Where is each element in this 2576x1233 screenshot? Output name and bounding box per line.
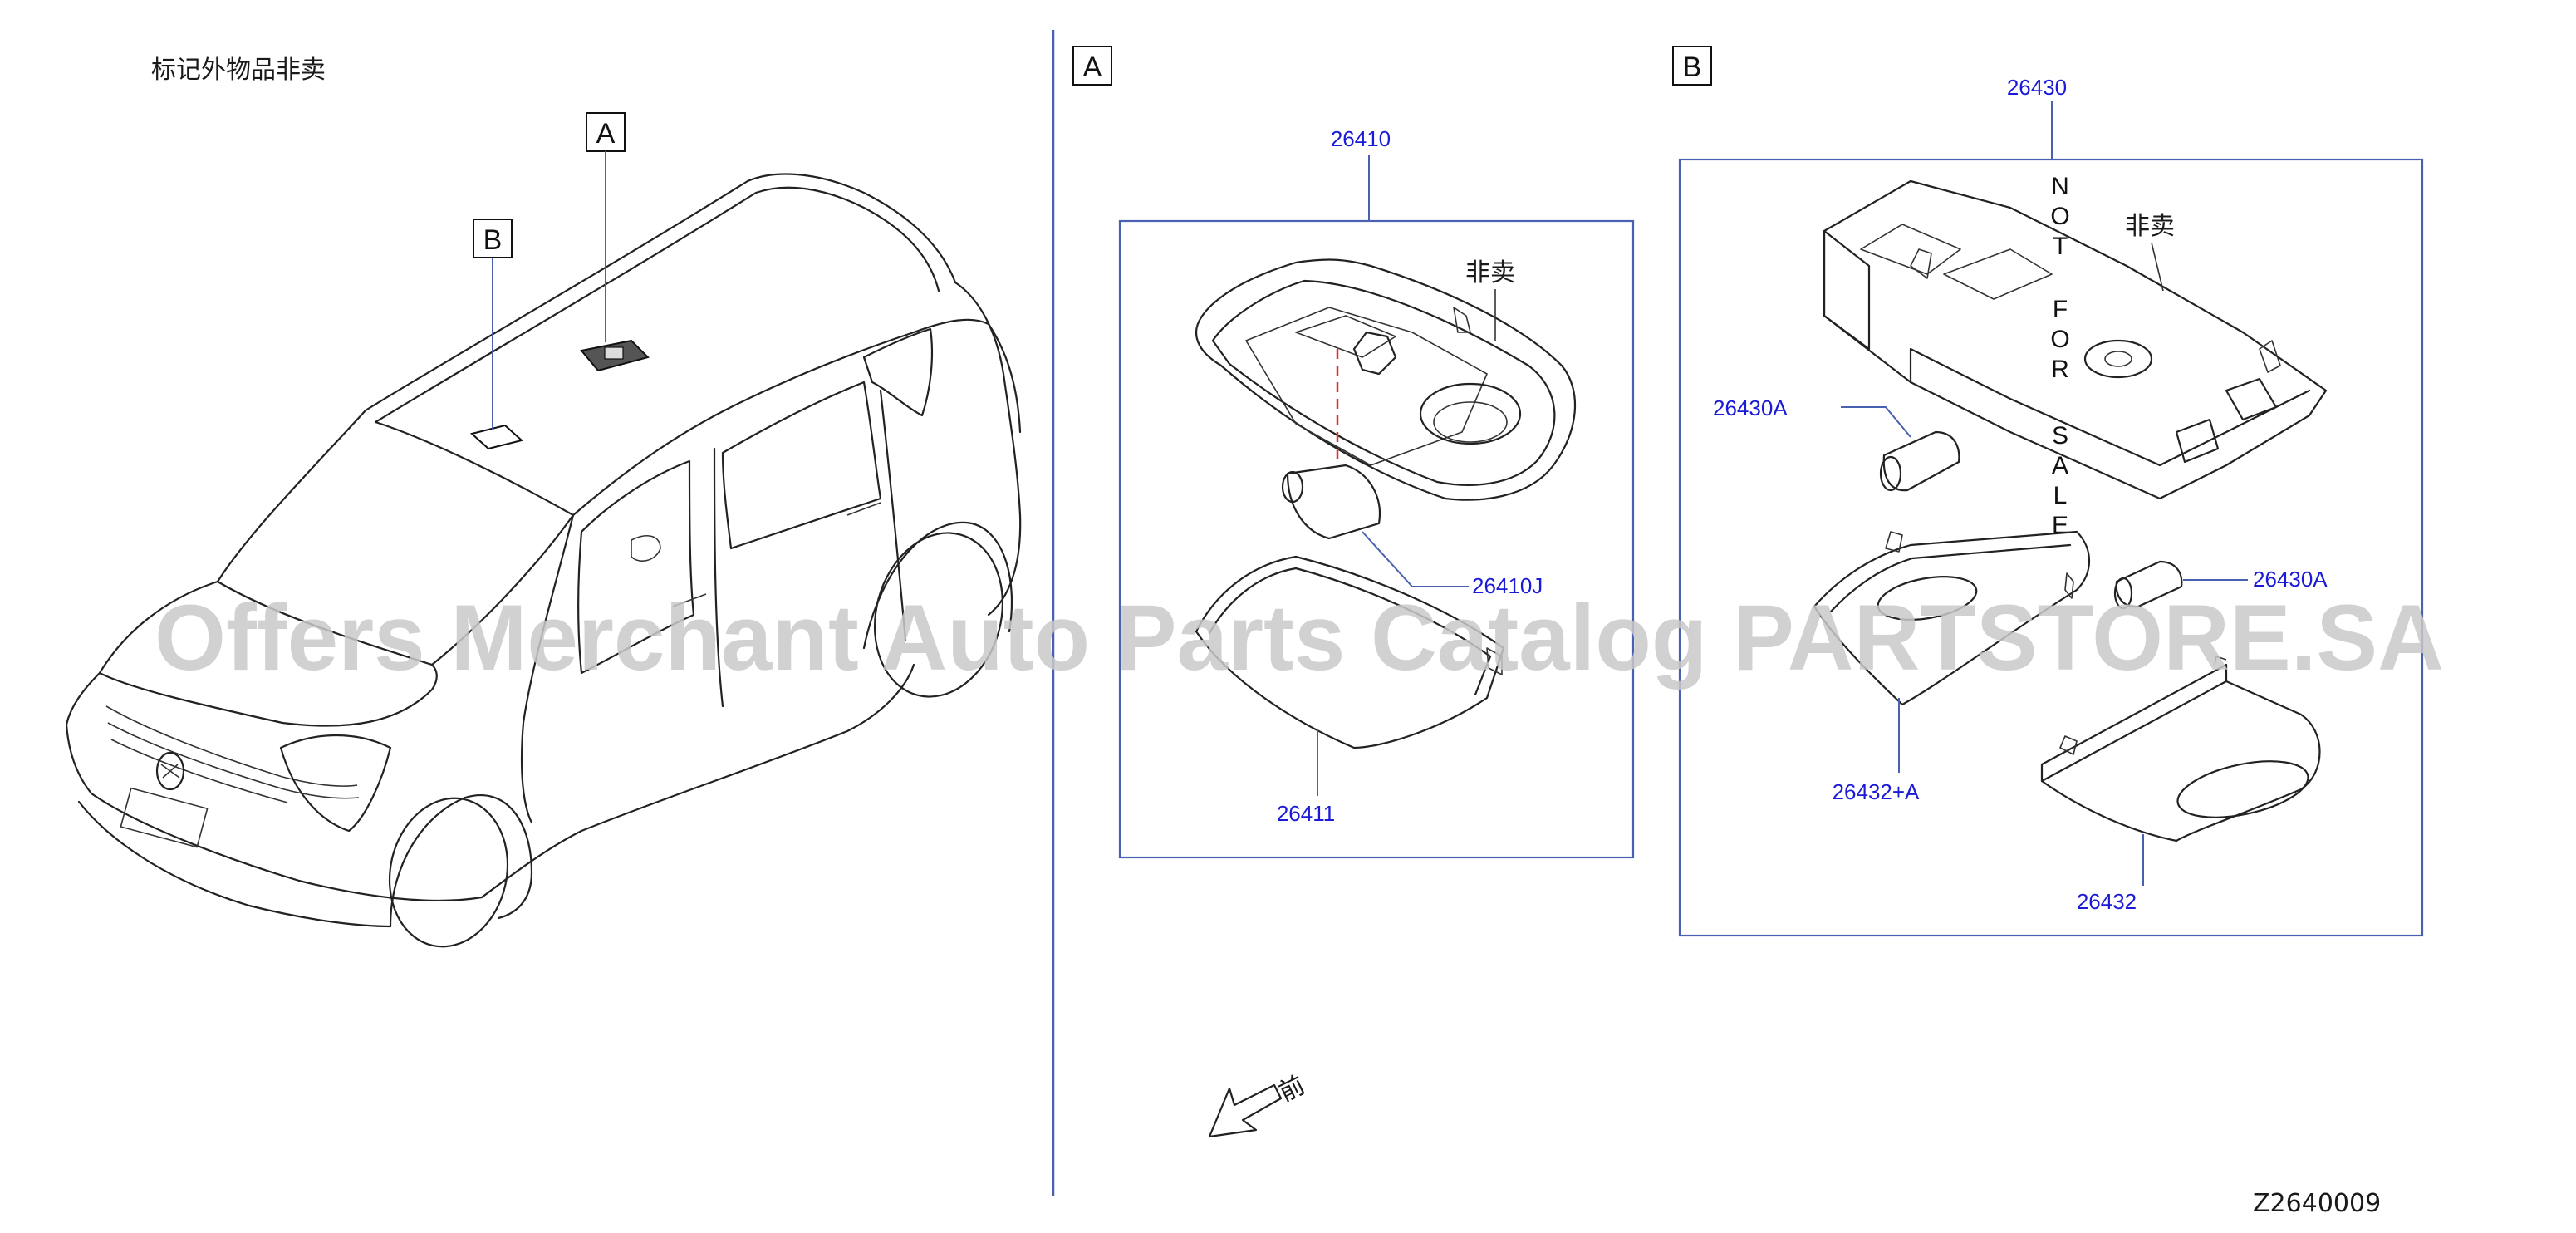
lamp-housing-b: [1823, 179, 2328, 500]
lens-26411: [1195, 555, 1505, 749]
nfs-letter-7: S: [2052, 422, 2068, 449]
part-26410j-label: 26410J: [1472, 573, 1543, 598]
watermark-text: Offers Merchant Auto Parts Catalog PARTS…: [155, 586, 2444, 690]
lamp-housing-a: [1195, 258, 1577, 501]
section-b-letter: B: [1683, 52, 1702, 83]
nfs-letter-1: N: [2051, 173, 2069, 200]
part-26430-label: 26430: [2007, 75, 2067, 100]
part-26432a-label: 26432+A: [1833, 779, 1920, 804]
diagram-code: Z2640009: [2253, 1189, 2381, 1218]
header-note: 标记外物品非卖: [151, 56, 326, 85]
bulb-26410j: [1281, 464, 1381, 540]
section-a: A 26410 非卖 26410J: [1072, 46, 1635, 859]
car-callout-b: B: [473, 219, 513, 430]
nfs-letter-6: R: [2051, 356, 2069, 383]
nfs-letter-3: T: [2053, 233, 2068, 260]
car-callout-a: A: [586, 112, 626, 342]
part-26430a-left-label: 26430A: [1713, 395, 1788, 420]
lens-kit-26432a: [1813, 530, 2091, 706]
car-lamp-b-marker: [469, 424, 524, 450]
car-callout-b-letter: B: [483, 224, 503, 256]
car-callout-a-letter: A: [596, 118, 616, 150]
label-not-sold-a: 非卖: [1465, 258, 1515, 287]
part-26411-label: 26411: [1277, 801, 1335, 826]
bulb-26430a-right: [2113, 560, 2183, 610]
nfs-letter-8: A: [2052, 452, 2068, 479]
label-not-sold-b: 非卖: [2125, 212, 2175, 241]
nfs-letter-4: F: [2053, 296, 2068, 323]
nfs-letter-10: E: [2052, 512, 2068, 539]
nfs-letter-9: L: [2053, 482, 2068, 509]
front-arrow: 前: [1208, 1071, 1309, 1138]
section-a-letter: A: [1083, 52, 1102, 83]
part-26410-label: 26410: [1331, 126, 1391, 151]
nfs-letter-2: O: [2050, 203, 2069, 230]
nfs-letter-5: O: [2050, 326, 2069, 353]
lens-26432: [2040, 656, 2321, 842]
part-26432-label: 26432: [2077, 889, 2137, 914]
front-arrow-icon-label: 前: [1274, 1071, 1309, 1108]
car-lamp-a-marker: [580, 339, 650, 372]
car-drawing: [65, 173, 1022, 948]
not-for-sale-vertical: N O T F O R S A L E: [2050, 173, 2069, 539]
part-26430a-right-label: 26430A: [2253, 567, 2328, 592]
bulb-26430a-left: [1879, 430, 1960, 492]
section-a-frame: [1118, 219, 1635, 859]
section-b: B 26430 非卖 N O T F O R S: [1672, 46, 2424, 937]
